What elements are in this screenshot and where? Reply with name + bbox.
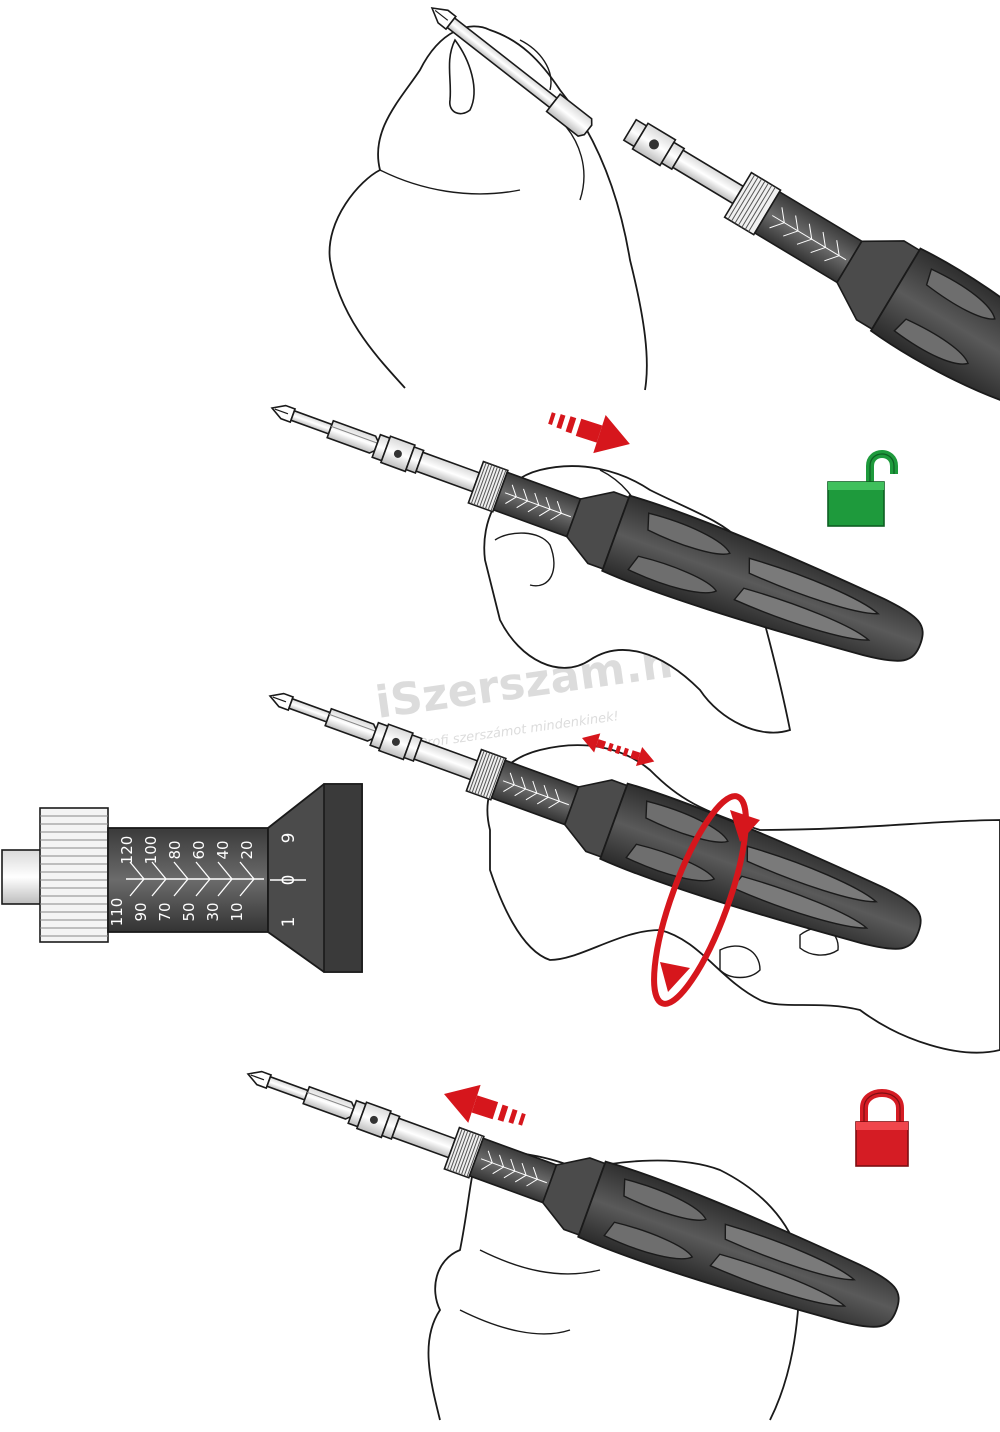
scale-bottom-value: 10 — [228, 902, 246, 921]
scale-top-value: 80 — [166, 840, 184, 859]
arrow-left-icon — [444, 1084, 526, 1126]
step-4-lock — [232, 1034, 911, 1421]
step-3-adjust — [254, 656, 1000, 1054]
scale-ring-value: 9 — [279, 833, 299, 844]
step-1-insert-bit — [328, 7, 1000, 403]
step-2-unlock — [256, 368, 936, 734]
padlock-open-icon — [828, 454, 894, 526]
scale-top-value: 60 — [190, 840, 208, 859]
arrow-right-icon — [548, 412, 630, 454]
padlock-closed-icon — [856, 1093, 908, 1166]
screwdriver-head — [622, 118, 1000, 403]
scale-bottom-value: 50 — [180, 902, 198, 921]
double-arrow-icon — [582, 733, 655, 767]
scale-bottom-values: 110 90 70 50 30 10 — [108, 898, 246, 927]
scale-ring-value: 0 — [279, 875, 299, 886]
scale-bottom-value: 110 — [108, 898, 126, 927]
scale-bottom-value: 70 — [156, 902, 174, 921]
hand-outline — [328, 25, 648, 391]
scale-top-values: 120 100 80 60 40 20 — [118, 836, 256, 865]
scale-top-value: 100 — [142, 836, 160, 865]
scale-bottom-value: 90 — [132, 902, 150, 921]
scale-bottom-value: 30 — [204, 902, 222, 921]
scale-top-value: 40 — [214, 840, 232, 859]
bit — [430, 7, 593, 137]
scale-top-value: 120 — [118, 836, 136, 865]
scale-ring-value: 1 — [279, 917, 299, 928]
rotate-icon — [651, 793, 760, 1007]
scale-top-value: 20 — [238, 840, 256, 859]
scale-ring-values: 9 0 1 — [279, 833, 299, 928]
